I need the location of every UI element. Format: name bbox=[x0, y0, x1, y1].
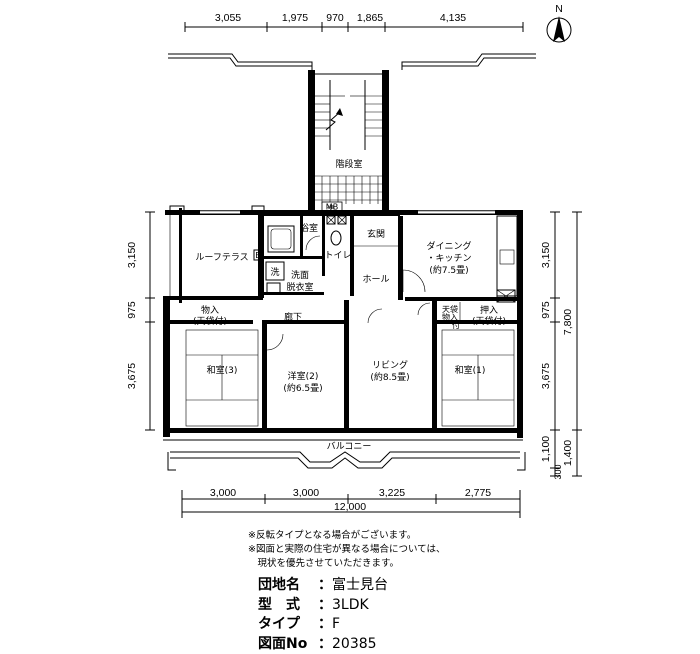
oshiire-label-1: 押入 bbox=[480, 304, 498, 316]
dim-top-5: 4,135 bbox=[440, 12, 466, 24]
stair-hall: 階段室 MB bbox=[308, 70, 389, 212]
storage-label-1: 物入 bbox=[201, 304, 219, 316]
dim-top-1: 3,055 bbox=[215, 12, 241, 24]
dim-left-3: 3,675 bbox=[126, 363, 138, 389]
toilet-label: トイレ bbox=[324, 251, 351, 261]
info-row: 型 式：3LDK bbox=[258, 596, 388, 616]
dim-right-3: 3,675 bbox=[540, 363, 552, 389]
bath-label: 浴室 bbox=[300, 222, 318, 234]
info-value: 20385 bbox=[332, 635, 377, 654]
dim-top-4: 1,865 bbox=[357, 12, 383, 24]
info-key: 団地名 bbox=[258, 576, 318, 596]
dim-left-2: 975 bbox=[126, 301, 138, 319]
info-row: 図面No：20385 bbox=[258, 635, 388, 654]
dim-right-total-balcony: 1,400 bbox=[562, 440, 574, 466]
washitsu-1: 和室(1) bbox=[442, 330, 514, 426]
living-label-1: リビング bbox=[372, 359, 408, 371]
note-line: ※反転タイプとなる場合がございます。 bbox=[248, 529, 446, 543]
info-row: 団地名：富士見台 bbox=[258, 576, 388, 596]
storage-label-2: (天袋付) bbox=[193, 315, 227, 327]
washroom: 洗 洗面 脱衣室 bbox=[266, 262, 314, 293]
dim-left-1: 3,150 bbox=[126, 242, 138, 268]
dining-label-2: ・キッチン bbox=[426, 253, 471, 264]
info-value: 富士見台 bbox=[332, 576, 388, 596]
info-block: 団地名：富士見台 型 式：3LDK タイプ：F 図面No：20385 bbox=[258, 576, 388, 654]
stair-label: 階段室 bbox=[335, 158, 362, 170]
north-label: N bbox=[555, 3, 563, 15]
dim-bottom-4: 2,775 bbox=[465, 487, 491, 499]
note-line: 現状を優先させていただきます。 bbox=[248, 557, 446, 571]
building-outline-top bbox=[168, 54, 536, 70]
washitsu3-label: 和室(3) bbox=[207, 364, 238, 376]
info-value: F bbox=[332, 615, 340, 635]
ps-label: 湯 bbox=[327, 204, 335, 214]
dim-top-3: 970 bbox=[326, 12, 344, 24]
info-row: タイプ：F bbox=[258, 615, 388, 635]
bottom-dimensions: 3,000 3,000 3,225 2,775 12,000 bbox=[182, 487, 520, 518]
washer-label: 洗 bbox=[270, 266, 279, 278]
dim-bottom-total: 12,000 bbox=[334, 501, 366, 513]
dining-kitchen: ダイニング ・キッチン (約7.5畳) bbox=[426, 216, 517, 302]
youshitsu2-label-1: 洋室(2) bbox=[288, 370, 319, 382]
entrance-label: 玄関 bbox=[367, 228, 385, 240]
dim-bottom-2: 3,000 bbox=[293, 487, 319, 499]
dim-bottom-3: 3,225 bbox=[379, 487, 405, 499]
entrance-area: 玄関 ホール bbox=[354, 228, 425, 292]
youshitsu-2: 洋室(2) (約6.5畳) bbox=[267, 334, 323, 394]
storage-corridor: 物入 (天袋付) 廊下 天袋 物入 付 押入 (天袋付) bbox=[193, 302, 506, 330]
dim-bottom-1: 3,000 bbox=[210, 487, 236, 499]
hall-label: ホール bbox=[362, 274, 389, 285]
b-mark: B bbox=[255, 251, 261, 260]
roof-terrace: ルーフテラス B bbox=[170, 206, 264, 296]
oshiire-label-2: (天袋付) bbox=[472, 315, 506, 327]
roof-terrace-label: ルーフテラス bbox=[195, 252, 248, 263]
dim-right-1: 3,150 bbox=[540, 242, 552, 268]
living: リビング (約8.5畳) bbox=[370, 359, 409, 383]
small-closet-label-3: 付 bbox=[452, 320, 460, 330]
dining-label-3: (約7.5畳) bbox=[429, 264, 468, 276]
washroom-label-2: 脱衣室 bbox=[286, 281, 313, 293]
balcony: バルコニー bbox=[163, 440, 525, 470]
north-arrow-icon: N bbox=[547, 3, 571, 42]
note-line: ※図面と実際の住宅が異なる場合については、 bbox=[248, 543, 446, 557]
living-label-2: (約8.5畳) bbox=[370, 371, 409, 383]
dim-right-total-main: 7,800 bbox=[562, 309, 574, 335]
info-value: 3LDK bbox=[332, 596, 369, 616]
dim-right-4: 1,100 bbox=[540, 436, 552, 462]
info-key: 型 式 bbox=[258, 596, 318, 616]
right-dimensions: 3,150 975 3,675 1,100 300 7,800 1,400 bbox=[540, 212, 582, 480]
info-key: タイプ bbox=[258, 615, 318, 635]
info-key: 図面No bbox=[258, 635, 318, 654]
balcony-label: バルコニー bbox=[327, 441, 372, 452]
top-dimensions: 3,055 1,975 970 1,865 4,135 bbox=[185, 12, 523, 32]
dim-top-2: 1,975 bbox=[282, 12, 308, 24]
washroom-label-1: 洗面 bbox=[291, 269, 309, 281]
washitsu-3: 和室(3) bbox=[186, 330, 258, 426]
left-dimensions: 3,150 975 3,675 bbox=[126, 212, 155, 430]
dining-label-1: ダイニング bbox=[426, 240, 471, 252]
washitsu1-label: 和室(1) bbox=[455, 364, 486, 376]
corridor-label: 廊下 bbox=[284, 311, 302, 323]
youshitsu2-label-2: (約6.5畳) bbox=[283, 382, 322, 394]
notes: ※反転タイプとなる場合がございます。 ※図面と実際の住宅が異なる場合については、… bbox=[248, 529, 446, 571]
dim-right-2: 975 bbox=[540, 301, 552, 319]
